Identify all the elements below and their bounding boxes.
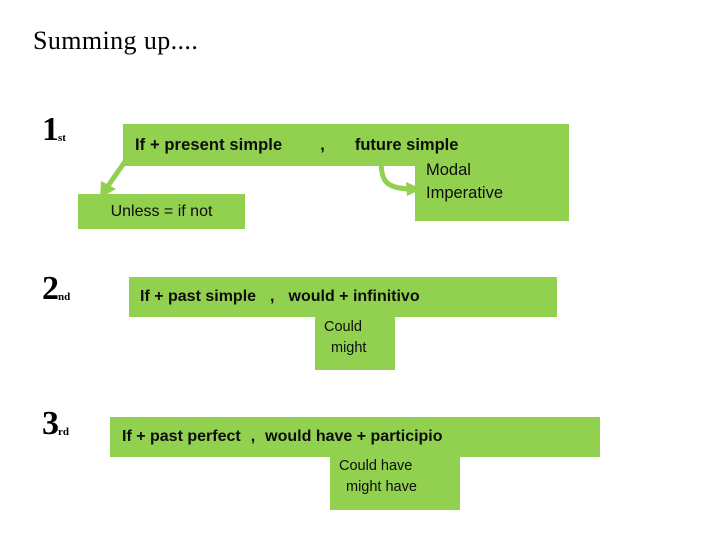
note-could-have-might-have: Could have might have <box>330 453 460 510</box>
note-could-might: Could might <box>315 314 395 370</box>
note-modal-line2: Imperative <box>426 184 504 203</box>
ordinal-suffix-2: nd <box>58 291 71 303</box>
ordinal-suffix-1: st <box>58 132 66 144</box>
note-could-might-line1: Could <box>324 319 362 335</box>
ordinal-number-3: 3 <box>42 405 59 442</box>
ordinal-number-2: 2 <box>42 270 59 307</box>
formula-if-clause-2: If + past simple <box>140 288 257 305</box>
note-could-have-line1: Could have <box>339 458 413 474</box>
formula-bar-second-conditional: If + past simple, would + infinitivo <box>129 277 557 317</box>
note-unless-equals-if-not: Unless = if not <box>78 194 245 229</box>
formula-result-clause-2: would + infinitivo <box>288 288 420 305</box>
note-could-might-line2: might <box>331 340 367 357</box>
formula-if-clause-3: If + past perfect <box>122 428 241 445</box>
page-title: Summing up.... <box>33 26 199 55</box>
formula-separator-3: , <box>250 428 256 445</box>
note-modal-line1: Modal <box>426 161 471 179</box>
note-unless-label: Unless = if not <box>110 202 213 220</box>
formula-separator-2: , <box>270 288 275 305</box>
formula-result-clause-3: would have + participio <box>265 428 443 445</box>
ordinal-suffix-3: rd <box>58 426 69 438</box>
formula-bar-first-conditional: If + present simple, future simple <box>123 124 569 166</box>
formula-separator-1: , <box>320 135 325 154</box>
note-modal-imperative: Modal Imperative <box>415 155 569 221</box>
ordinal-marker-second: 2nd <box>42 272 70 306</box>
ordinal-number-1: 1 <box>42 111 59 148</box>
formula-bar-third-conditional: If + past perfect, would have + participi… <box>110 417 600 457</box>
formula-result-clause-1: future simple <box>354 135 459 154</box>
formula-if-clause-1: If + present simple <box>135 135 283 154</box>
ordinal-marker-third: 3rd <box>42 407 69 441</box>
ordinal-marker-first: 1st <box>42 113 66 147</box>
note-could-have-line2: might have <box>346 479 417 496</box>
